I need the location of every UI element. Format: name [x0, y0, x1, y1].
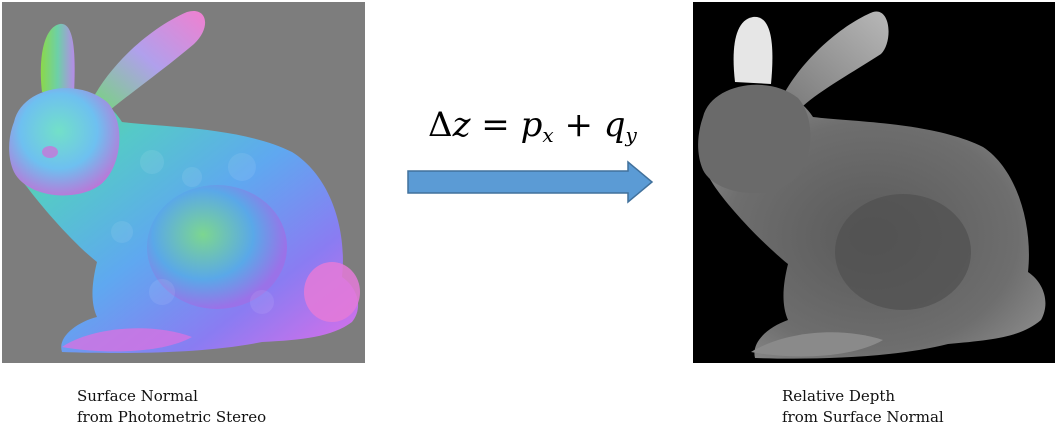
right-caption: Relative Depth from Surface Normal — [782, 386, 944, 428]
depth-equation: Δz = px + qy — [428, 105, 638, 157]
equals-sign: = — [470, 105, 521, 145]
right-caption-line2: from Surface Normal — [782, 408, 944, 426]
relative-depth-image — [693, 2, 1055, 363]
right-arrow-icon — [407, 160, 654, 204]
delta-symbol: Δ — [428, 105, 453, 145]
surface-normal-image — [2, 2, 365, 363]
bunny-normal-map — [9, 10, 360, 353]
equation-p: p — [520, 105, 543, 145]
plus-sign: + — [553, 105, 604, 145]
bunny-depth-map — [698, 11, 1046, 359]
left-caption-line2: from Photometric Stereo — [77, 408, 267, 426]
equation-q-subscript: y — [625, 123, 637, 147]
left-caption-line1: Surface Normal — [77, 387, 198, 405]
equation-p-subscript: x — [542, 123, 554, 147]
equation-z: z — [452, 105, 471, 145]
right-caption-line1: Relative Depth — [782, 387, 896, 405]
equation-q: q — [603, 105, 626, 145]
left-caption: Surface Normal from Photometric Stereo — [77, 386, 266, 428]
